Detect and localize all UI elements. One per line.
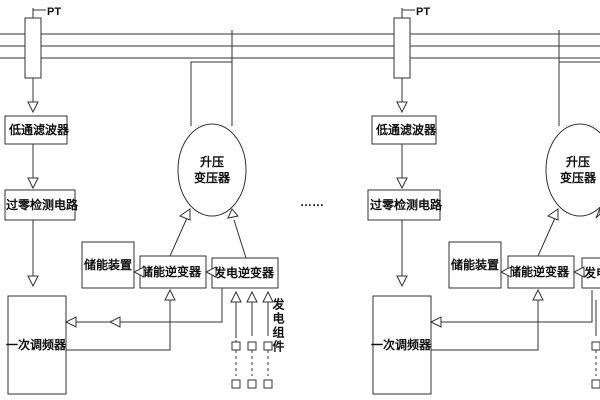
storage-inverter-label-right: 储能逆变器 <box>509 264 570 279</box>
transformer-label-line1-right: 升压 <box>566 154 590 169</box>
arrow-lpf-left <box>27 101 39 114</box>
component-1a-right <box>591 341 600 351</box>
arrow-into-transformer-b-right <box>595 207 600 219</box>
pt-label-left: PT <box>47 6 61 18</box>
transformer-label-line2-left: 变压器 <box>194 170 231 185</box>
arrow-comp-2-left <box>246 290 258 303</box>
arrow-into-pfr-left <box>64 316 77 328</box>
generation-inverter-label-left: 发电逆变器 <box>213 265 275 280</box>
step-up-transformer-right <box>545 123 600 217</box>
energy-storage-device-box-left <box>81 241 135 289</box>
arrow-storage-inverter-up-left <box>164 288 176 301</box>
generation-components-left <box>230 290 274 389</box>
arrow-into-storage-inverter-right <box>572 266 585 278</box>
arrow-comp-3-left <box>262 290 274 303</box>
component-1b-left <box>231 379 241 389</box>
transformer-label-line1-left: 升压 <box>200 154 224 169</box>
component-3b-left <box>263 379 273 389</box>
arrow-mid-pfr-left <box>108 316 121 328</box>
transformer-to-bus-right <box>558 61 600 126</box>
pt-box-left <box>24 17 42 79</box>
arrow-into-pfr-right <box>429 316 442 328</box>
storage-to-transformer-left <box>169 217 188 257</box>
storage-to-transformer-right <box>537 217 556 257</box>
arrow-into-esd-left <box>132 266 145 278</box>
zero-cross-label-left: 过零检测电路 <box>6 197 79 212</box>
energy-storage-device-label-right: 储能装置 <box>451 257 499 272</box>
transformer-to-bus-a-left <box>190 61 233 126</box>
generation-components-label-left: 发电组件 <box>271 297 285 354</box>
step-up-transformer-left <box>177 123 247 217</box>
left-unit: PT 低通滤波器 过零检测电路 一次调频器 储能装置 储能逆变器 <box>4 6 285 395</box>
arrow-lpf-right <box>396 101 408 114</box>
arrow-comp-1-left <box>230 290 242 303</box>
arrow-into-transformer-a-right <box>546 208 559 221</box>
gen-inverter-to-pfr-left <box>112 288 223 323</box>
arrow-pfr-right <box>396 275 408 288</box>
ellipsis: …… <box>300 195 324 209</box>
component-1a-left <box>231 341 241 351</box>
component-2b-left <box>247 379 257 389</box>
generation-components-right <box>591 300 600 389</box>
zero-cross-label-right: 过零检测电路 <box>370 197 443 212</box>
generation-inverter-label-right: 发电 <box>583 265 600 280</box>
pt-box-right <box>393 17 411 79</box>
right-unit: PT 低通滤波器 过零检测电路 一次调频器 储能装置 储能逆变器 发电 升压 变… <box>367 6 600 395</box>
low-pass-filter-box-left <box>4 115 68 145</box>
low-pass-filter-label-left: 低通滤波器 <box>8 122 70 137</box>
arrow-pfr-left <box>27 275 39 288</box>
storage-inverter-label-left: 储能逆变器 <box>141 264 202 279</box>
generation-inverter-box-left <box>211 257 279 289</box>
arrow-into-transformer-b-left <box>227 208 239 219</box>
arrow-into-storage-inverter-left <box>204 266 217 278</box>
primary-frequency-regulator-label-right: 一次调频器 <box>371 337 432 352</box>
component-1b-right <box>591 379 600 389</box>
primary-frequency-regulator-box-right <box>372 295 432 395</box>
low-pass-filter-label-right: 低通滤波器 <box>375 122 437 137</box>
energy-storage-device-label-left: 储能装置 <box>84 257 132 272</box>
zero-cross-box-right <box>367 189 441 221</box>
primary-frequency-regulator-label-left: 一次调频器 <box>6 337 67 352</box>
primary-frequency-regulator-box-left <box>7 295 67 395</box>
arrow-zc-right <box>396 177 408 190</box>
bus-lines <box>0 33 600 59</box>
zero-cross-box-left <box>4 189 76 221</box>
energy-storage-device-box-right <box>448 241 502 289</box>
gen-to-transformer-left <box>233 219 247 259</box>
arrow-storage-inverter-up-right <box>532 288 544 301</box>
arrow-into-transformer-a-left <box>178 208 191 221</box>
gen-inverter-to-pfr-right <box>480 290 593 323</box>
pt-label-right: PT <box>416 6 430 18</box>
pfr-to-storage-inverter-right <box>431 296 539 351</box>
storage-inverter-box-right <box>507 255 575 289</box>
pfr-to-storage-inverter-left <box>66 296 171 351</box>
low-pass-filter-box-right <box>371 115 437 145</box>
transformer-label-line2-right: 变压器 <box>560 170 597 185</box>
arrow-zc-left <box>27 177 39 190</box>
component-2a-left <box>247 341 257 351</box>
arrow-into-esd-right <box>499 266 512 278</box>
